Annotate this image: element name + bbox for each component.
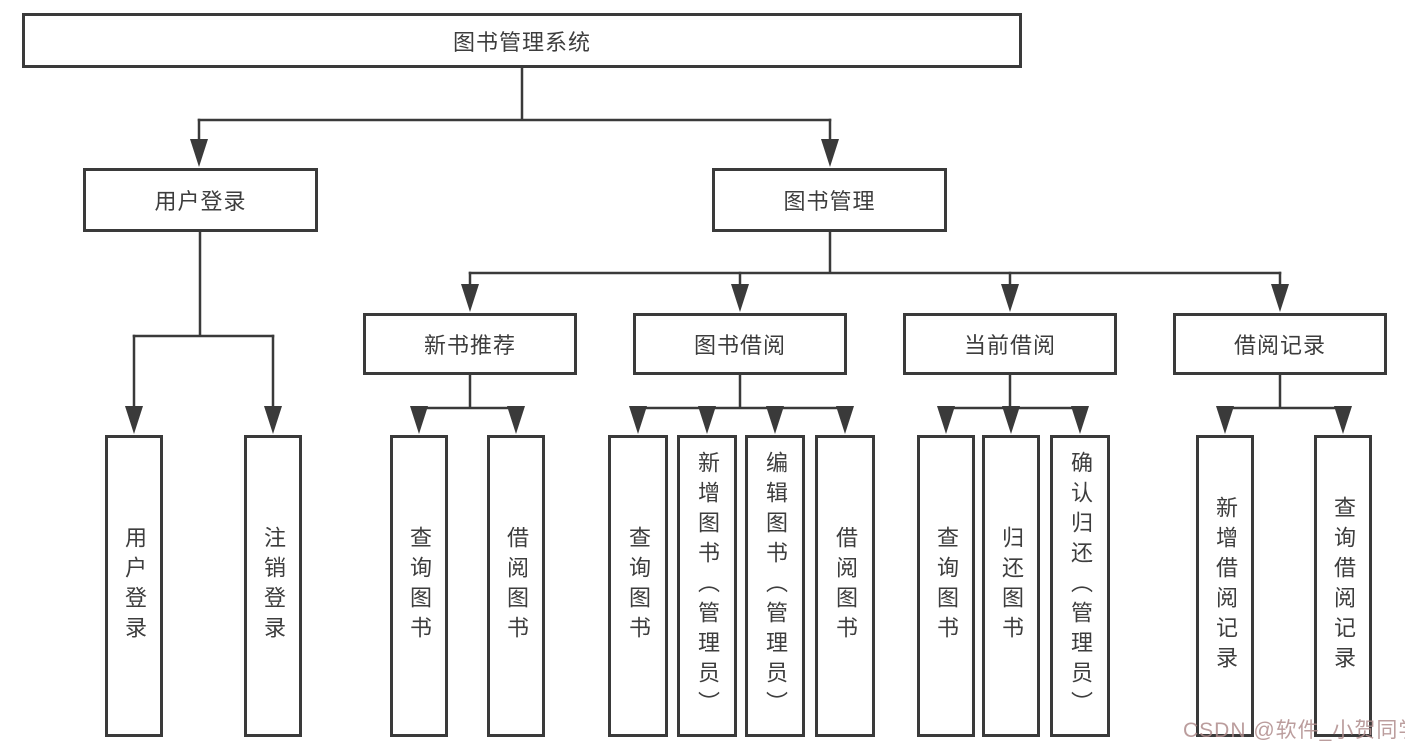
leaf-label: 确认归还（管理员）	[1068, 451, 1093, 721]
node-root: 图书管理系统	[22, 13, 1022, 68]
leaf-records-add: 新增借阅记录	[1196, 435, 1254, 737]
node-book-borrow: 图书借阅	[633, 313, 847, 375]
leaf-label: 注销登录	[261, 526, 286, 646]
node-borrow-records: 借阅记录	[1173, 313, 1387, 375]
leaf-borrow-borrow: 借阅图书	[815, 435, 875, 737]
leaf-label: 借阅图书	[833, 526, 858, 646]
node-user-login: 用户登录	[83, 168, 318, 232]
leaf-label: 查询图书	[407, 526, 432, 646]
node-current-borrow-label: 当前借阅	[963, 333, 1056, 358]
csdn-watermark: CSDN @软件_小贺同学	[1183, 719, 1405, 742]
leaf-newbook-query: 查询图书	[390, 435, 448, 737]
leaf-current-confirm-admin: 确认归还（管理员）	[1050, 435, 1110, 737]
leaf-label: 查询图书	[934, 526, 959, 646]
node-book-management-label: 图书管理	[783, 189, 876, 214]
leaf-borrow-query: 查询图书	[608, 435, 668, 737]
leaf-label: 查询图书	[626, 526, 651, 646]
leaf-label: 用户登录	[122, 526, 147, 646]
node-user-login-label: 用户登录	[154, 189, 247, 214]
node-new-book-recommend-label: 新书推荐	[423, 333, 516, 358]
arrowheads	[125, 139, 1352, 434]
leaf-label: 查询借阅记录	[1331, 496, 1356, 676]
leaf-logout: 注销登录	[244, 435, 302, 737]
leaf-current-query: 查询图书	[917, 435, 975, 737]
leaf-current-return: 归还图书	[982, 435, 1040, 737]
leaf-newbook-borrow: 借阅图书	[487, 435, 545, 737]
leaf-borrow-add-admin: 新增图书（管理员）	[677, 435, 737, 737]
leaf-label: 借阅图书	[504, 526, 529, 646]
leaf-label: 归还图书	[999, 526, 1024, 646]
leaf-user-login: 用户登录	[105, 435, 163, 737]
leaf-records-query: 查询借阅记录	[1314, 435, 1372, 737]
leaf-label: 新增图书（管理员）	[695, 451, 720, 721]
leaf-label: 编辑图书（管理员）	[763, 451, 788, 721]
node-book-management: 图书管理	[712, 168, 947, 232]
leaf-borrow-edit-admin: 编辑图书（管理员）	[745, 435, 805, 737]
node-current-borrow: 当前借阅	[903, 313, 1117, 375]
node-borrow-records-label: 借阅记录	[1233, 333, 1326, 358]
node-root-label: 图书管理系统	[452, 29, 591, 55]
node-new-book-recommend: 新书推荐	[363, 313, 577, 375]
leaf-label: 新增借阅记录	[1213, 496, 1238, 676]
node-book-borrow-label: 图书借阅	[693, 333, 786, 358]
